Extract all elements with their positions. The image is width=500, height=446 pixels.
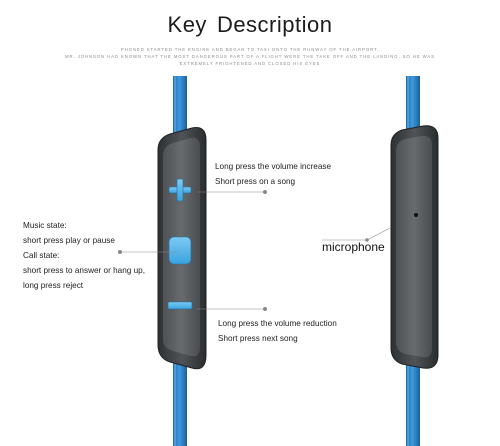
call-state-label: Call state: [23,251,60,260]
subtitle-line-3: EXTREMELY FRIGHTENED AND CLOSED HIS EYES [179,61,321,66]
minus-icon [167,301,193,310]
left-cable-top [173,76,187,136]
volume-up-label-1: Long press the volume increase [215,162,332,171]
left-remote [157,127,207,370]
right-remote [390,125,439,369]
music-action-label: short press play or pause [23,236,115,245]
call-reject-label: long press reject [23,281,84,290]
title-word-description: Description [216,12,333,37]
page-title: Key Description [0,12,500,38]
microphone-label: microphone [322,240,385,254]
call-action-label: short press to answer or hang up, [23,266,145,275]
volume-down-label-2: Short press next song [218,334,298,343]
title-word-key: Key [167,12,207,37]
volume-down-label-1: Long press the volume reduction [218,319,337,328]
subtitle-line-1: PHONED STARTED THE ENGINE AND BEGAN TO T… [120,47,380,52]
right-cable-top [406,76,420,136]
rounded-square-icon [168,236,192,265]
callout-line-microphone [366,227,391,241]
microphone-hole-icon [414,213,418,217]
right-cable-bottom [406,360,420,446]
subtitle-line-2: MR. JOHNSON HAD KNOWN THAT THE MOST DANG… [65,54,435,59]
left-cable-bottom [173,360,187,446]
music-state-label: Music state: [23,221,67,230]
volume-up-label-2: Short press on a song [215,177,296,186]
plus-icon [168,178,192,202]
